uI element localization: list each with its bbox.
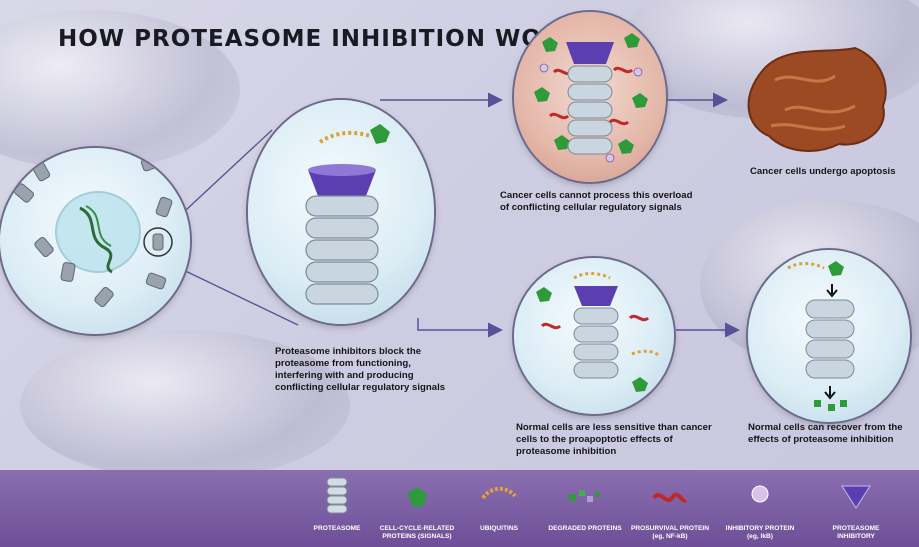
normal-cell-contents (536, 272, 661, 392)
cell-contents (13, 154, 173, 308)
proteasome-closeup-bubble (248, 100, 434, 324)
apoptotic-cell-image (747, 46, 887, 152)
signal-protein-icon (407, 487, 427, 508)
proteasome-icon (326, 477, 348, 514)
legend-label: PROSURVIVAL PROTEIN (eg, NF-kB) (630, 525, 710, 540)
recovered-cell-bubble (748, 250, 910, 422)
degraded-protein-icon (569, 490, 600, 502)
legend-label: PROTEASOME INHIBITORY (832, 525, 880, 540)
caption-cancer-apoptosis: Cancer cells undergo apoptosis (750, 166, 896, 177)
caption-normal-recover: Normal cells can recover from the effect… (748, 422, 903, 445)
background-proteasome-shape (20, 330, 350, 480)
legend-label: CELL-CYCLE-RELATED PROTEINS (SIGNALS) (379, 525, 455, 540)
legend-band: PROTEASOME CELL-CYCLE-RELATED PROTEINS (… (0, 470, 919, 547)
caption-inhibitors-block: Proteasome inhibitors block the proteaso… (275, 346, 446, 393)
cell-bubble (0, 148, 190, 334)
recovered-cell-contents (787, 261, 855, 411)
legend-label: PROTEASOME (313, 525, 361, 532)
inhibitory-protein-icon (751, 485, 769, 503)
background-proteasome-shape (0, 10, 240, 170)
caption-cancer-overload: Cancer cells cannot process this overloa… (500, 190, 693, 213)
legend-label: INHIBITORY PROTEIN (eg, IkB) (725, 525, 795, 540)
caption-normal-less-sensitive: Normal cells are less sensitive than can… (516, 422, 712, 457)
proteasome-inhibitor-icon (841, 485, 871, 509)
normal-cell-bubble (514, 258, 674, 414)
page-title: HOW PROTEASOME INHIBITION WORKS (58, 26, 597, 52)
legend-label: UBIQUITINS (479, 525, 519, 532)
cancer-cell-bubble (514, 12, 666, 182)
prosurvival-protein-icon (652, 492, 688, 503)
proteasome-closeup (305, 124, 390, 305)
ubiquitin-icon (481, 486, 517, 500)
cancer-cell-contents (534, 33, 648, 163)
legend-label: DEGRADED PROTEINS (548, 525, 622, 532)
